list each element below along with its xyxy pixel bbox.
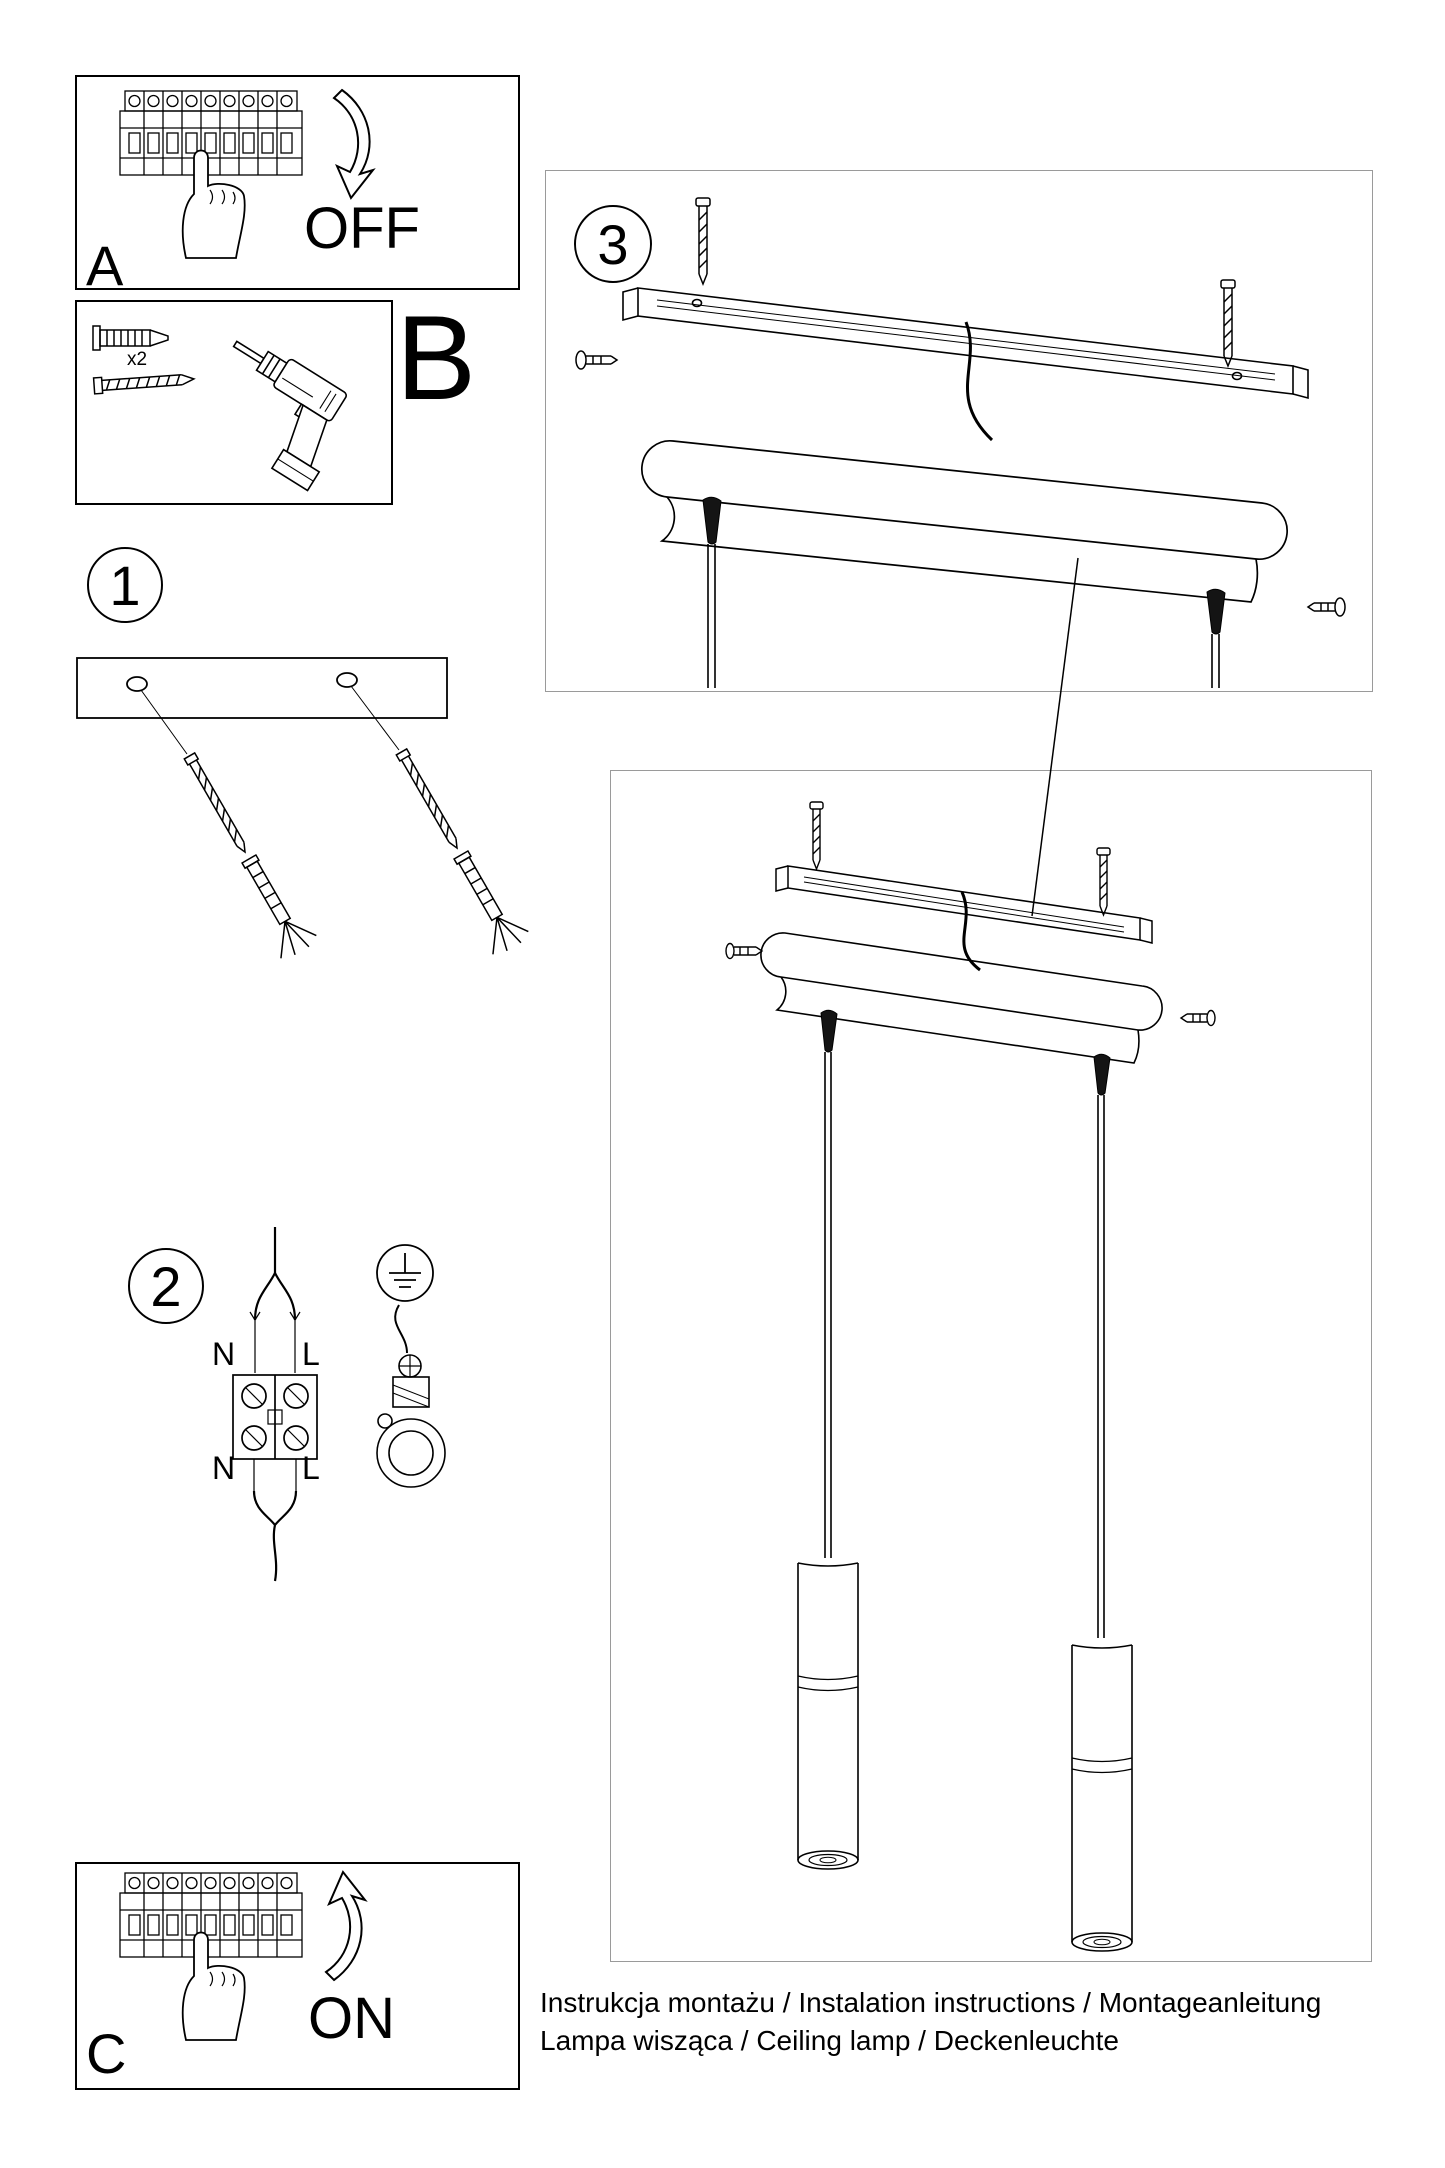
anchor-quantity-label: x2 (127, 349, 148, 370)
screw-icon (1096, 847, 1111, 917)
footer-line-1: Instrukcja montażu / Instalation instruc… (540, 1987, 1322, 2018)
mounting-bracket-and-anchors-drawing (76, 657, 529, 959)
footer-instructions: Instrukcja montażu / Instalation instruc… (540, 1984, 1321, 2060)
power-on-label: ON (308, 1986, 395, 2051)
cable-grip-icon (702, 496, 722, 688)
canopy-outline (641, 440, 1288, 603)
drill-icon (232, 340, 347, 492)
panel-c-power-on-box (75, 1862, 520, 2090)
ground-symbol-icon (376, 1244, 434, 1302)
screw-icon (575, 350, 619, 370)
breaker-panel-icon (119, 1872, 303, 2041)
curved-arrow-down-icon (332, 88, 376, 200)
power-cable (960, 891, 981, 972)
wire-label-l-bottom: L (302, 1450, 320, 1486)
step-3-badge: 3 (574, 205, 652, 283)
wall-anchor-icon (395, 747, 529, 955)
screw-icon (695, 197, 711, 287)
pendant-lamp-drawing (725, 801, 1216, 1952)
screw-icon (809, 801, 824, 871)
wall-anchor-and-screw-icon (92, 325, 196, 395)
breaker-panel-icon (119, 90, 303, 259)
lamp-shade (797, 1562, 859, 1870)
screw-icon (1179, 1009, 1216, 1027)
wire-label-n-top: N (212, 1336, 236, 1372)
power-cable (964, 321, 994, 442)
wall-anchor-icon (183, 751, 317, 959)
cable-grip-icon (1206, 588, 1226, 688)
lamp-shade (1071, 1644, 1133, 1952)
screw-icon (1220, 279, 1236, 369)
assembled-lamp-box (610, 770, 1372, 1962)
footer-line-2: Lampa wisząca / Ceiling lamp / Deckenleu… (540, 2025, 1119, 2056)
terminal-block-icon (232, 1374, 318, 1460)
wire-label-n-bottom: N (212, 1450, 236, 1486)
wire-label-l-top: L (302, 1336, 320, 1372)
ceiling-bracket-and-canopy-drawing (575, 197, 1346, 688)
section-label-c: C (86, 2022, 127, 2085)
step-2-badge: 2 (128, 1248, 204, 1324)
power-off-label: OFF (304, 196, 420, 261)
wiring-diagram (232, 1227, 446, 1582)
canopy-outline (760, 932, 1163, 1064)
cable-grip-icon (820, 1009, 838, 1558)
step-1-badge: 1 (87, 547, 163, 623)
step-3-detail-box (545, 170, 1373, 692)
section-label-a: A (86, 234, 124, 297)
ground-clamp-icon (376, 1304, 446, 1488)
screw-icon (725, 942, 764, 960)
hand-icon (181, 149, 246, 259)
screw-icon (1306, 597, 1346, 617)
hand-icon (181, 1931, 246, 2041)
curved-arrow-up-icon (324, 1870, 368, 1982)
section-label-b: B (396, 291, 477, 425)
cable-grip-icon (1093, 1053, 1111, 1638)
